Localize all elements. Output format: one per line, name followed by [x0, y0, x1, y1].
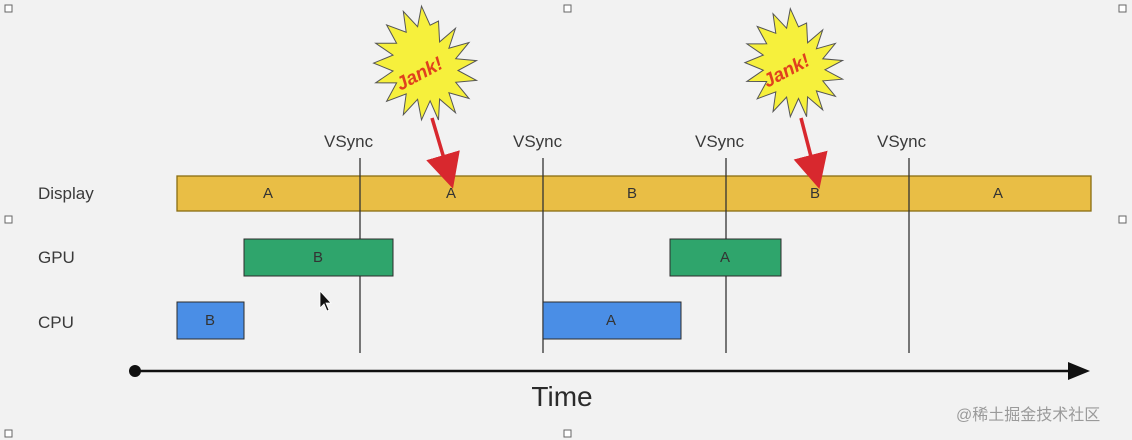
vsync-label-4: VSync — [877, 132, 927, 151]
row-label-display: Display — [38, 184, 94, 203]
cpu-block-1 — [176, 301, 245, 340]
gpu-block-2-label: A — [720, 249, 730, 266]
display-frame-3: B — [627, 185, 637, 202]
jank-callout-2: Jank! — [743, 6, 845, 189]
cpu-block-1-label: B — [205, 312, 215, 329]
row-label-cpu: CPU — [38, 313, 74, 332]
row-label-gpu: GPU — [38, 248, 75, 267]
handle-mr — [1118, 215, 1127, 224]
time-axis — [129, 362, 1090, 380]
time-axis-label: Time — [531, 381, 592, 412]
display-frame-5: A — [993, 185, 1003, 202]
gpu-block-1 — [243, 238, 394, 277]
jank-arrow-1 — [426, 117, 460, 189]
starburst-icon — [743, 6, 845, 119]
starburst-icon — [372, 4, 479, 122]
handle-tm — [563, 4, 572, 13]
display-frame-2: A — [446, 185, 456, 202]
gpu-block-1-label: B — [313, 249, 323, 266]
handle-ml — [4, 215, 13, 224]
handle-bl — [4, 429, 13, 438]
display-frame-1: A — [263, 185, 273, 202]
vsync-label-3: VSync — [695, 132, 745, 151]
handle-tr — [1118, 4, 1127, 13]
handle-tl — [4, 4, 13, 13]
time-axis-arrowhead — [1068, 362, 1090, 380]
display-bar — [176, 175, 1092, 212]
mouse-pointer-icon — [319, 289, 332, 312]
display-frame-4: B — [810, 185, 820, 202]
vsync-label-1: VSync — [324, 132, 374, 151]
cpu-block-2-label: A — [606, 312, 616, 329]
jank-arrow-2 — [793, 117, 828, 189]
handle-bm — [563, 429, 572, 438]
cpu-block-2 — [542, 301, 682, 340]
watermark: @稀土掘金技术社区 — [956, 406, 1100, 424]
gpu-block-2 — [669, 238, 782, 277]
jank-callout-1: Jank! — [372, 4, 479, 189]
selection-handles — [4, 4, 1127, 438]
vsync-label-2: VSync — [513, 132, 563, 151]
